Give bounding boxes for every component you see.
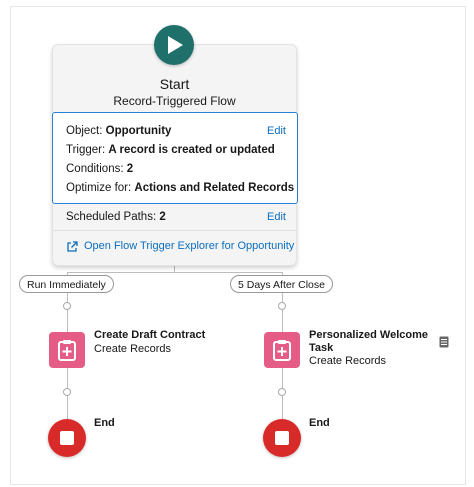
path-label-run-immediately[interactable]: Run Immediately xyxy=(19,275,114,293)
note-icon[interactable] xyxy=(439,336,449,348)
clipboard-plus-icon xyxy=(58,340,76,361)
action-title-line-1: Personalized Welcome xyxy=(309,329,429,341)
end-node[interactable] xyxy=(48,419,86,457)
end-node[interactable] xyxy=(263,419,301,457)
start-node[interactable] xyxy=(154,25,194,65)
end-label: End xyxy=(94,417,115,429)
object-label: Object: xyxy=(66,125,103,137)
conditions-row: Conditions: 2 xyxy=(66,163,133,175)
stop-icon xyxy=(60,431,74,445)
edit-link-scheduled[interactable]: Edit xyxy=(267,211,286,223)
card-divider xyxy=(52,230,297,231)
optimize-value: Actions and Related Records xyxy=(134,182,295,194)
scheduled-paths-row: Scheduled Paths: 2 xyxy=(66,211,166,223)
action-type: Create Records xyxy=(94,343,172,355)
conditions-label: Conditions: xyxy=(66,163,124,175)
trigger-details-box[interactable] xyxy=(52,112,298,204)
trigger-row: Trigger: A record is created or updated xyxy=(66,144,275,156)
connector-line-main xyxy=(174,262,175,272)
create-records-element[interactable] xyxy=(49,332,85,368)
clipboard-plus-icon xyxy=(273,340,291,361)
branch-connector xyxy=(67,272,283,273)
end-label: End xyxy=(309,417,330,429)
scheduled-paths-label: Scheduled Paths: xyxy=(66,211,157,223)
object-value: Opportunity xyxy=(105,125,172,137)
action-type: Create Records xyxy=(309,355,387,367)
edit-link-details[interactable]: Edit xyxy=(267,125,286,137)
stop-icon xyxy=(275,431,289,445)
trigger-label: Trigger: xyxy=(66,144,106,156)
trigger-value: A record is created or updated xyxy=(108,144,275,156)
start-subtitle: Record-Triggered Flow xyxy=(113,94,236,108)
optimize-label: Optimize for: xyxy=(66,182,132,194)
path-label-5-days-after-close[interactable]: 5 Days After Close xyxy=(230,275,333,293)
add-element-connector[interactable] xyxy=(63,388,71,396)
create-records-element[interactable] xyxy=(264,332,300,368)
action-title: Personalized Welcome Task xyxy=(309,329,428,355)
add-element-connector[interactable] xyxy=(278,388,286,396)
action-title: Create Draft Contract xyxy=(94,329,206,341)
add-element-connector[interactable] xyxy=(63,302,71,310)
action-title-line-2: Task xyxy=(309,342,334,354)
play-icon xyxy=(168,36,183,54)
open-flow-trigger-explorer-link[interactable]: Open Flow Trigger Explorer for Opportuni… xyxy=(84,240,295,252)
scheduled-paths-value: 2 xyxy=(159,211,166,223)
object-row: Object: Opportunity xyxy=(66,125,171,137)
start-title: Start xyxy=(159,76,190,92)
external-link-icon xyxy=(67,241,78,252)
optimize-row: Optimize for: Actions and Related Record… xyxy=(66,182,294,194)
conditions-value: 2 xyxy=(126,163,134,175)
add-element-connector[interactable] xyxy=(278,302,286,310)
